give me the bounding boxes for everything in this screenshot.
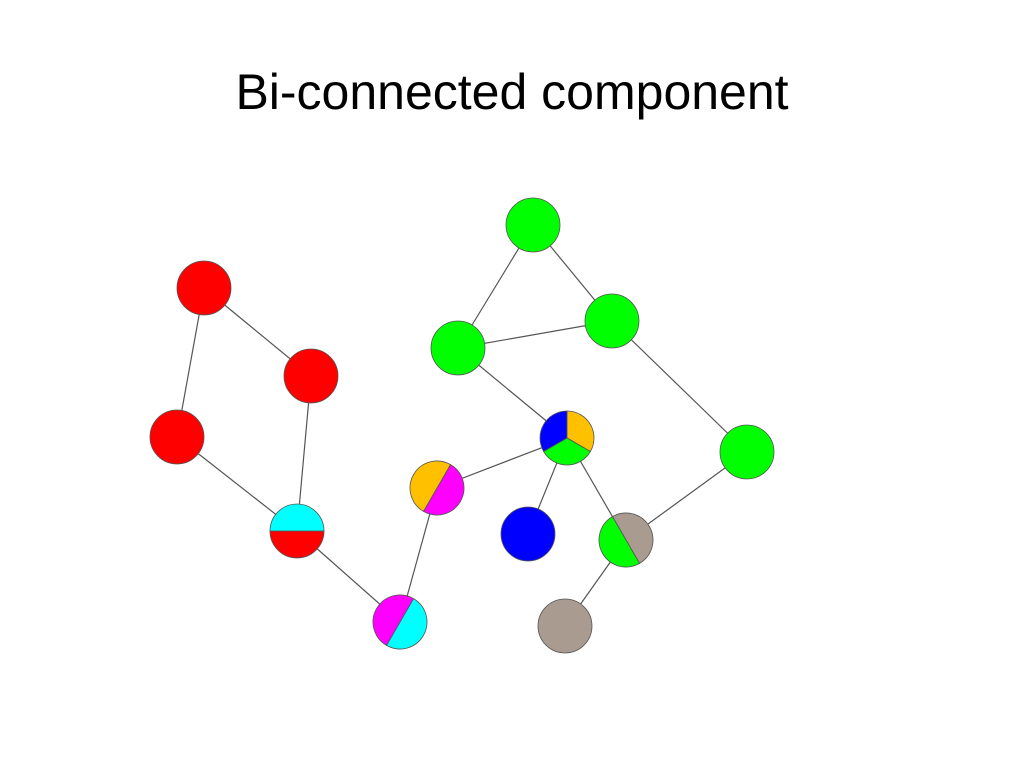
node-n12-fill <box>719 424 775 480</box>
node-n14 <box>537 598 593 654</box>
node-n4 <box>269 503 325 559</box>
node-n7 <box>539 410 595 466</box>
node-n5-segment-magenta <box>372 594 415 646</box>
node-n6-segment-orange <box>409 460 452 512</box>
nodes-layer <box>149 197 775 654</box>
node-n9-fill <box>430 320 486 376</box>
node-n13-segment-gray <box>611 512 654 564</box>
node-n11-fill <box>584 293 640 349</box>
node-n4-segment-cyan <box>269 503 325 532</box>
node-n8-fill <box>500 506 556 562</box>
node-n13 <box>598 512 654 568</box>
node-n3 <box>149 409 205 465</box>
node-n10 <box>505 197 561 253</box>
edges-layer <box>176 224 748 627</box>
node-n7-segment-blue <box>539 410 568 453</box>
node-n6-segment-magenta <box>422 464 465 516</box>
node-n2-fill <box>283 348 339 404</box>
node-n7-segment-orange <box>566 410 595 453</box>
node-n10-fill <box>505 197 561 253</box>
slide-title: Bi-connected component <box>235 64 789 120</box>
node-n13-segment-green <box>598 516 641 568</box>
node-n9 <box>430 320 486 376</box>
node-n8 <box>500 506 556 562</box>
node-n1-fill <box>176 260 232 316</box>
node-n12 <box>719 424 775 480</box>
node-n4-segment-red <box>269 530 325 559</box>
node-n11 <box>584 293 640 349</box>
node-n2 <box>283 348 339 404</box>
node-n14-fill <box>537 598 593 654</box>
node-n3-fill <box>149 409 205 465</box>
node-n6 <box>409 460 465 516</box>
node-n5 <box>372 594 428 650</box>
edge-n11-n12 <box>611 320 748 453</box>
node-n1 <box>176 260 232 316</box>
node-n5-segment-cyan <box>385 598 428 650</box>
